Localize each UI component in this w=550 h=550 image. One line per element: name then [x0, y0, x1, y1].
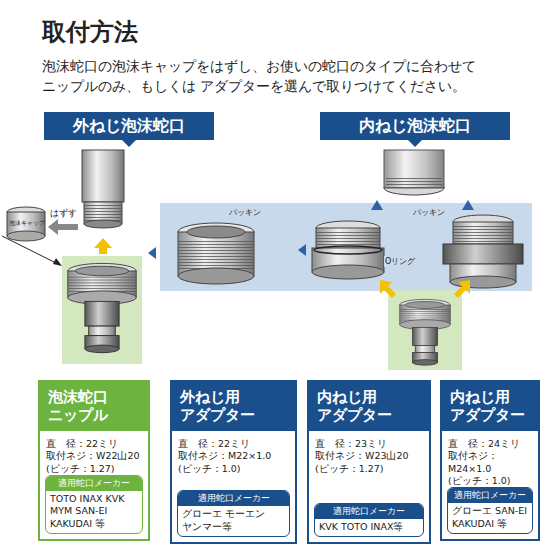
- spec-text: 直 径：23ミリ: [309, 431, 429, 450]
- maker-box: 適用蛇口メーカーKVK TOTO INAX等: [314, 503, 424, 537]
- maker-box: 適用蛇口メーカーグローエ モーエン ヤンマー等: [177, 490, 290, 537]
- maker-heading: 適用蛇口メーカー: [178, 491, 289, 506]
- section-band: 外ねじ泡沫蛇口: [44, 112, 214, 140]
- maker-list: TOTO INAX KVK MYM SAN-EI KAKUDAI 等: [46, 491, 142, 533]
- maker-box: 適用蛇口メーカーグローエ SAN-EI KAKUDAI 等: [447, 487, 533, 534]
- card-heading: 内ねじ用 アダプター: [442, 382, 538, 431]
- maker-heading: 適用蛇口メーカー: [448, 488, 532, 503]
- spec-text: 取付ネジ：M22×1.0 (ピッチ：1.0): [172, 450, 295, 475]
- band-text: 内ねじ泡沫蛇口: [359, 116, 471, 137]
- part-label: 泡沫キャップ: [9, 220, 45, 227]
- part-label: パッキン: [228, 207, 262, 218]
- maker-heading: 適用蛇口メーカー: [46, 476, 142, 491]
- card-heading: 泡沫蛇口 ニップル: [40, 382, 148, 431]
- card-heading: 内ねじ用 アダプター: [309, 382, 429, 431]
- page-title: 取付方法: [42, 16, 138, 48]
- maker-list: グローエ モーエン ヤンマー等: [178, 506, 289, 536]
- maker-list: グローエ SAN-EI KAKUDAI 等: [448, 503, 532, 533]
- spec-card: 外ねじ用 アダプター直 径：22ミリ取付ネジ：M22×1.0 (ピッチ：1.0)…: [170, 380, 297, 544]
- part-label: Oリング: [384, 256, 416, 267]
- spec-text: 直 径：24ミリ: [442, 431, 538, 450]
- card-heading: 外ねじ用 アダプター: [172, 382, 295, 431]
- maker-box: 適用蛇口メーカーTOTO INAX KVK MYM SAN-EI KAKUDAI…: [45, 475, 143, 534]
- band-text: 外ねじ泡沫蛇口: [73, 116, 185, 137]
- spec-text: 直 径：22ミリ: [40, 431, 148, 450]
- spec-text: 取付ネジ：W23山20 (ピッチ：1.27): [309, 450, 429, 475]
- maker-heading: 適用蛇口メーカー: [315, 504, 423, 519]
- section-band: 内ねじ泡沫蛇口: [320, 112, 510, 140]
- spec-text: 取付ネジ：W22山20 (ピッチ：1.27): [40, 450, 148, 475]
- spec-card: 泡沫蛇口 ニップル直 径：22ミリ取付ネジ：W22山20 (ピッチ：1.27)適…: [38, 380, 150, 541]
- spec-text: 取付ネジ：M24×1.0 (ピッチ：1.0): [442, 450, 538, 487]
- part-label: パッキン: [412, 207, 446, 218]
- spec-card: 内ねじ用 アダプター直 径：24ミリ取付ネジ：M24×1.0 (ピッチ：1.0)…: [440, 380, 540, 541]
- spec-text: 直 径：22ミリ: [172, 431, 295, 450]
- part-label: はずす: [50, 207, 77, 220]
- maker-list: KVK TOTO INAX等: [315, 519, 423, 536]
- spec-card: 内ねじ用 アダプター直 径：23ミリ取付ネジ：W23山20 (ピッチ：1.27)…: [307, 380, 431, 544]
- instruction-text: 泡沫蛇口の泡沫キャップをはずし、お使いの蛇口のタイプに合わせて ニップルのみ、も…: [42, 56, 484, 97]
